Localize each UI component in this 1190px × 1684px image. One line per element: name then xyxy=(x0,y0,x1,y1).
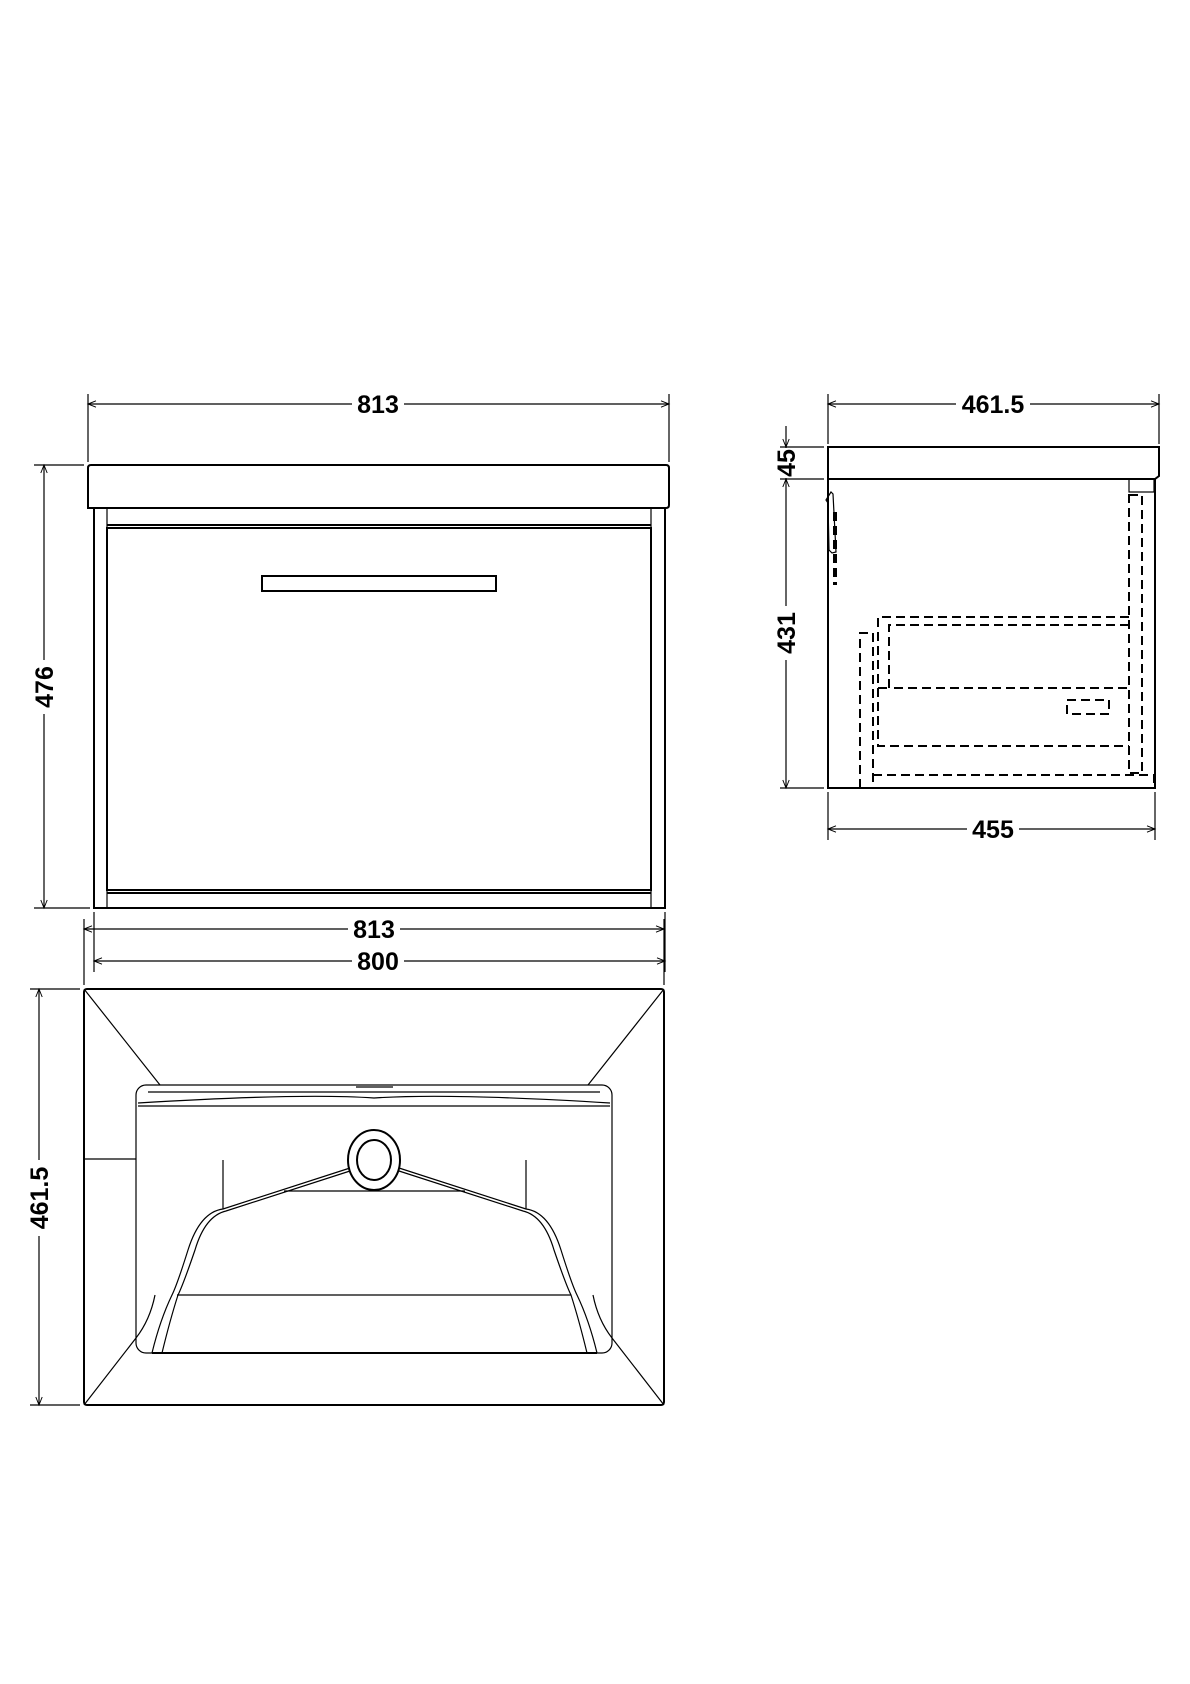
side-top-thickness-label: 45 xyxy=(773,449,801,477)
back-panel-hidden xyxy=(1128,494,1143,774)
drawer-inner-hidden xyxy=(888,624,1129,689)
side-cabinet-height-label: 431 xyxy=(773,612,801,654)
plan-depth-label: 461.5 xyxy=(26,1167,54,1230)
waste-outlet-outer xyxy=(347,1129,401,1191)
side-top-slab xyxy=(827,446,1160,480)
front-width-bottom-label: 800 xyxy=(357,948,399,976)
drawer-front[interactable] xyxy=(106,527,652,891)
side-depth-top-label: 461.5 xyxy=(962,391,1025,419)
drawer-handle[interactable] xyxy=(261,575,497,592)
waste-outlet-inner xyxy=(356,1139,392,1181)
front-leg-hidden xyxy=(859,632,874,788)
basin-top-slab xyxy=(87,464,670,509)
drawer-box-hidden xyxy=(877,616,1129,747)
base-hidden xyxy=(873,774,1155,788)
bowl-outline xyxy=(135,1084,613,1354)
wall-bracket xyxy=(825,491,837,554)
side-view: 461.5 455 45 431 xyxy=(773,390,1161,844)
front-height-label: 476 xyxy=(31,666,59,708)
front-width-top-label: 813 xyxy=(357,391,399,419)
basin-outline xyxy=(83,988,665,1406)
cabinet-body xyxy=(93,507,666,909)
front-view: 813 800 476 xyxy=(30,390,671,976)
plan-view: 813 461.5 xyxy=(25,915,666,1407)
plan-width-label: 813 xyxy=(353,916,395,944)
side-cabinet-body xyxy=(827,479,1156,789)
side-depth-bottom-label: 455 xyxy=(972,816,1014,844)
drawer-runner-hidden xyxy=(1066,699,1110,715)
